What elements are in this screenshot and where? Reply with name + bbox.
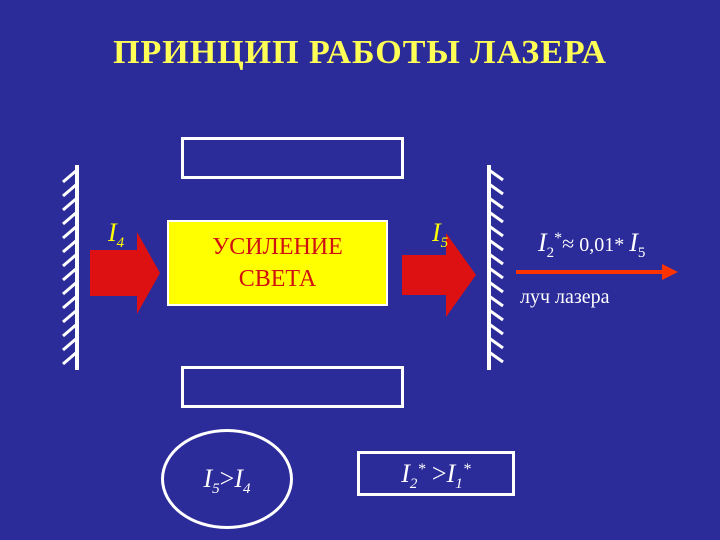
mirror-hatch-line <box>62 238 78 254</box>
laser-beam-arrowhead-icon <box>662 264 678 280</box>
mirror-hatch-line <box>488 294 504 308</box>
mirror-hatch-line <box>488 322 504 336</box>
mirror-hatch-line <box>488 336 504 350</box>
relation-ellipse: I5>I4 <box>161 429 293 529</box>
mirror-hatch-line <box>62 350 78 366</box>
mirror-hatch-line <box>488 168 504 182</box>
mirror-hatch-line <box>62 182 78 198</box>
lower-empty-box <box>181 366 404 408</box>
mirror-hatch-line <box>488 266 504 280</box>
mirror-hatch-line <box>488 280 504 294</box>
relation-box: I2* >I1* <box>357 451 515 496</box>
output-intensity-formula: I2*≈ 0,01* I5 <box>538 228 646 261</box>
mirror-hatch-line <box>62 168 78 184</box>
mirror-hatch-line <box>62 266 78 282</box>
mirror-hatch-line <box>62 308 78 324</box>
mirror-hatch-line <box>62 322 78 338</box>
upper-empty-box <box>181 137 404 179</box>
right-mirror-icon <box>487 165 504 370</box>
input-arrow-icon <box>90 232 160 314</box>
laser-beam-label: луч лазера <box>520 286 610 308</box>
mirror-hatch-line <box>62 252 78 268</box>
amplifier-line1: УСИЛЕНИЕ <box>212 234 343 260</box>
mirror-hatch-line <box>62 196 78 212</box>
mirror-hatch-line <box>488 350 504 364</box>
left-mirror-icon <box>62 165 79 370</box>
mirror-hatch-line <box>488 210 504 224</box>
mirror-hatch-line <box>488 182 504 196</box>
mirror-hatch-line <box>62 224 78 240</box>
mirror-hatch-line <box>488 308 504 322</box>
mirror-hatch-line <box>62 210 78 226</box>
mirror-hatch-line <box>488 224 504 238</box>
output-intensity-label: I5 <box>432 218 449 251</box>
mirror-hatch-line <box>62 280 78 296</box>
amplifier-line2: СВЕТА <box>238 266 317 292</box>
page-title: ПРИНЦИП РАБОТЫ ЛАЗЕРА <box>113 34 607 71</box>
output-arrow-icon <box>402 233 476 317</box>
mirror-hatch-line <box>488 252 504 266</box>
input-intensity-label: I4 <box>108 218 125 251</box>
mirror-hatch-line <box>488 196 504 210</box>
light-amplification-box: УСИЛЕНИЕ СВЕТА <box>167 220 388 306</box>
mirror-hatch-line <box>488 238 504 252</box>
mirror-hatch-line <box>62 294 78 310</box>
mirror-hatch-line <box>62 336 78 352</box>
